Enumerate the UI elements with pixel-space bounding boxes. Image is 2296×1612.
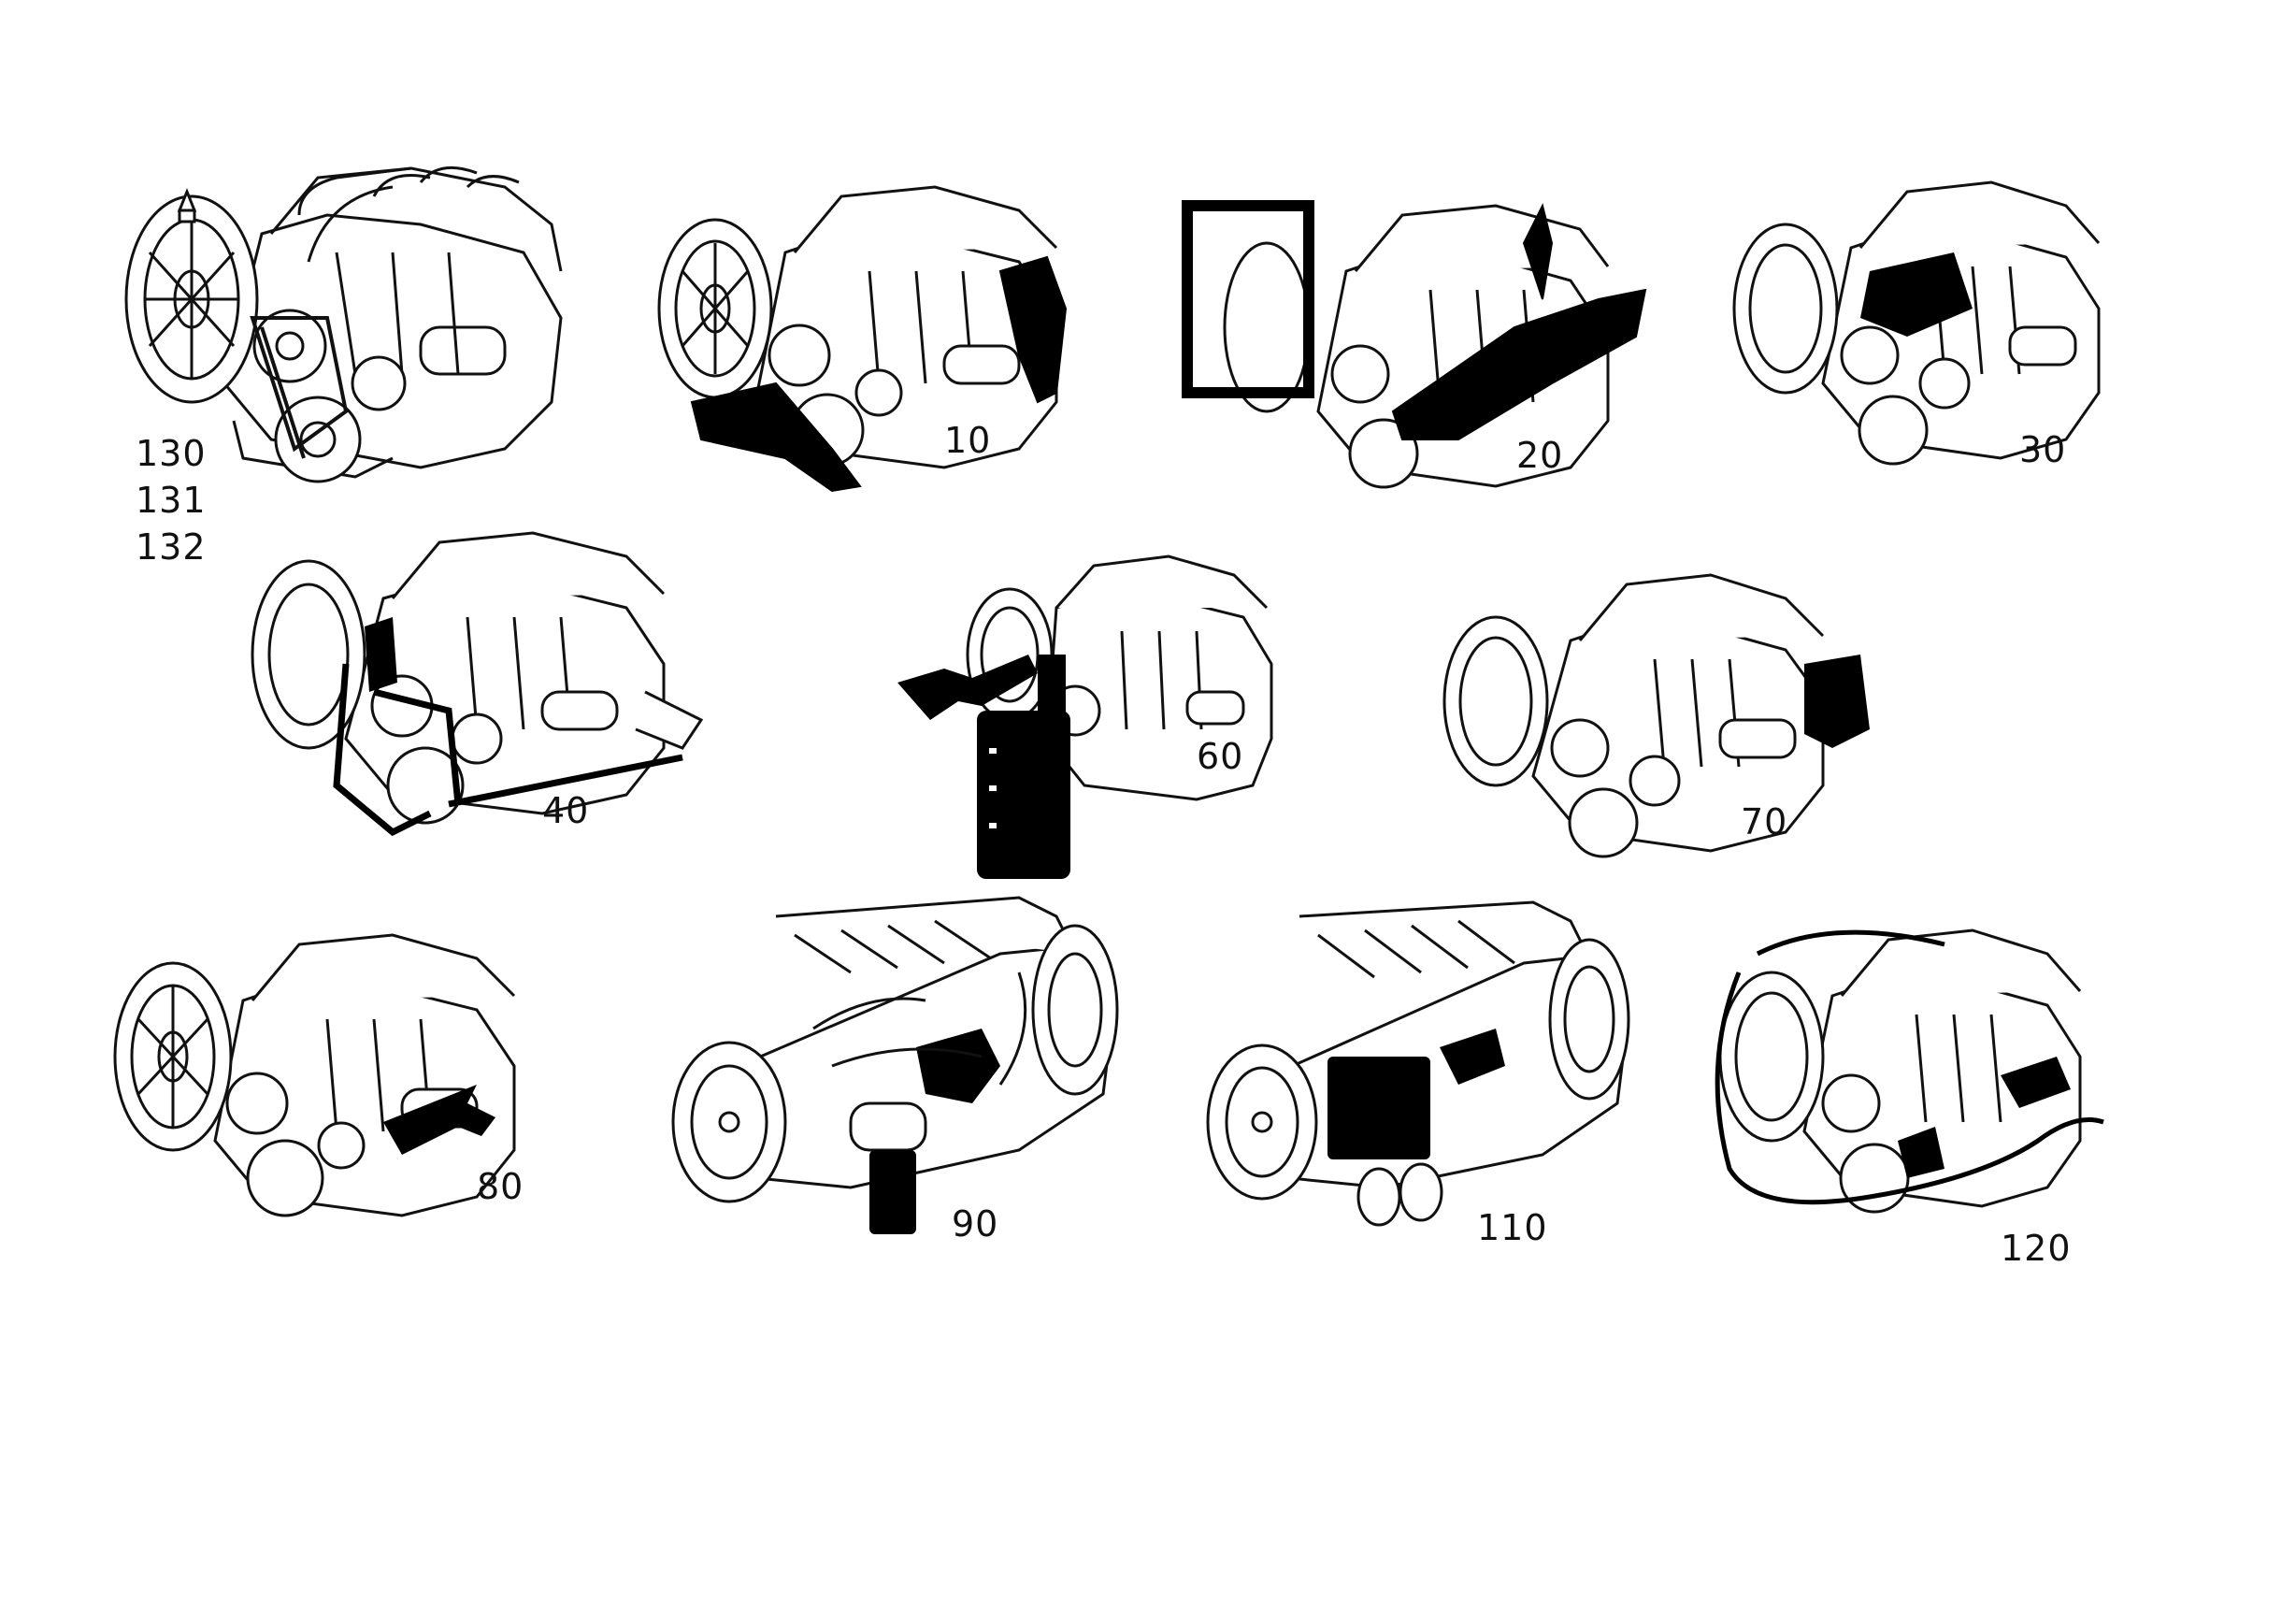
part-label-70: 70 xyxy=(1741,801,1788,842)
engine-illustration-80[interactable] xyxy=(103,916,561,1234)
engine-illustration-30[interactable] xyxy=(1720,168,2131,486)
engine-130-drawing xyxy=(124,166,563,483)
part-label-90: 90 xyxy=(952,1203,999,1245)
engine-illustration-90[interactable] xyxy=(664,879,1131,1253)
engine-illustration-70[interactable] xyxy=(1430,561,1879,870)
engine-120-drawing xyxy=(1715,928,2104,1214)
part-label-110: 110 xyxy=(1477,1207,1548,1248)
engine-90-drawing xyxy=(671,896,1119,1234)
engine-illustration-20[interactable] xyxy=(1178,187,1664,505)
part-label-30: 30 xyxy=(2019,429,2067,470)
part-label-131: 131 xyxy=(136,480,207,521)
engine-10-drawing xyxy=(657,185,1068,493)
engine-illustration-120[interactable] xyxy=(1701,916,2131,1272)
engine-illustration-40[interactable] xyxy=(234,505,720,860)
part-label-60: 60 xyxy=(1197,736,1244,777)
engine-illustration-130[interactable] xyxy=(112,140,598,496)
label-group-130: 130 131 132 xyxy=(136,430,207,570)
part-label-20: 20 xyxy=(1516,435,1564,476)
part-label-80: 80 xyxy=(477,1166,524,1207)
part-label-120: 120 xyxy=(2001,1228,2072,1269)
engine-20-drawing xyxy=(1182,200,1647,489)
part-label-40: 40 xyxy=(542,790,590,831)
part-label-130: 130 xyxy=(136,433,207,474)
engine-40-drawing xyxy=(251,531,704,837)
engine-60-drawing xyxy=(897,554,1273,879)
engine-illustration-110[interactable] xyxy=(1197,888,1645,1253)
engine-illustration-10[interactable] xyxy=(645,168,1103,496)
engine-30-drawing xyxy=(1732,180,2101,466)
part-label-10: 10 xyxy=(944,420,992,461)
engine-80-drawing xyxy=(113,933,516,1217)
engine-110-drawing xyxy=(1206,900,1630,1227)
engine-illustration-60[interactable] xyxy=(888,552,1281,888)
part-label-132: 132 xyxy=(136,526,207,568)
engine-70-drawing xyxy=(1442,573,1870,858)
